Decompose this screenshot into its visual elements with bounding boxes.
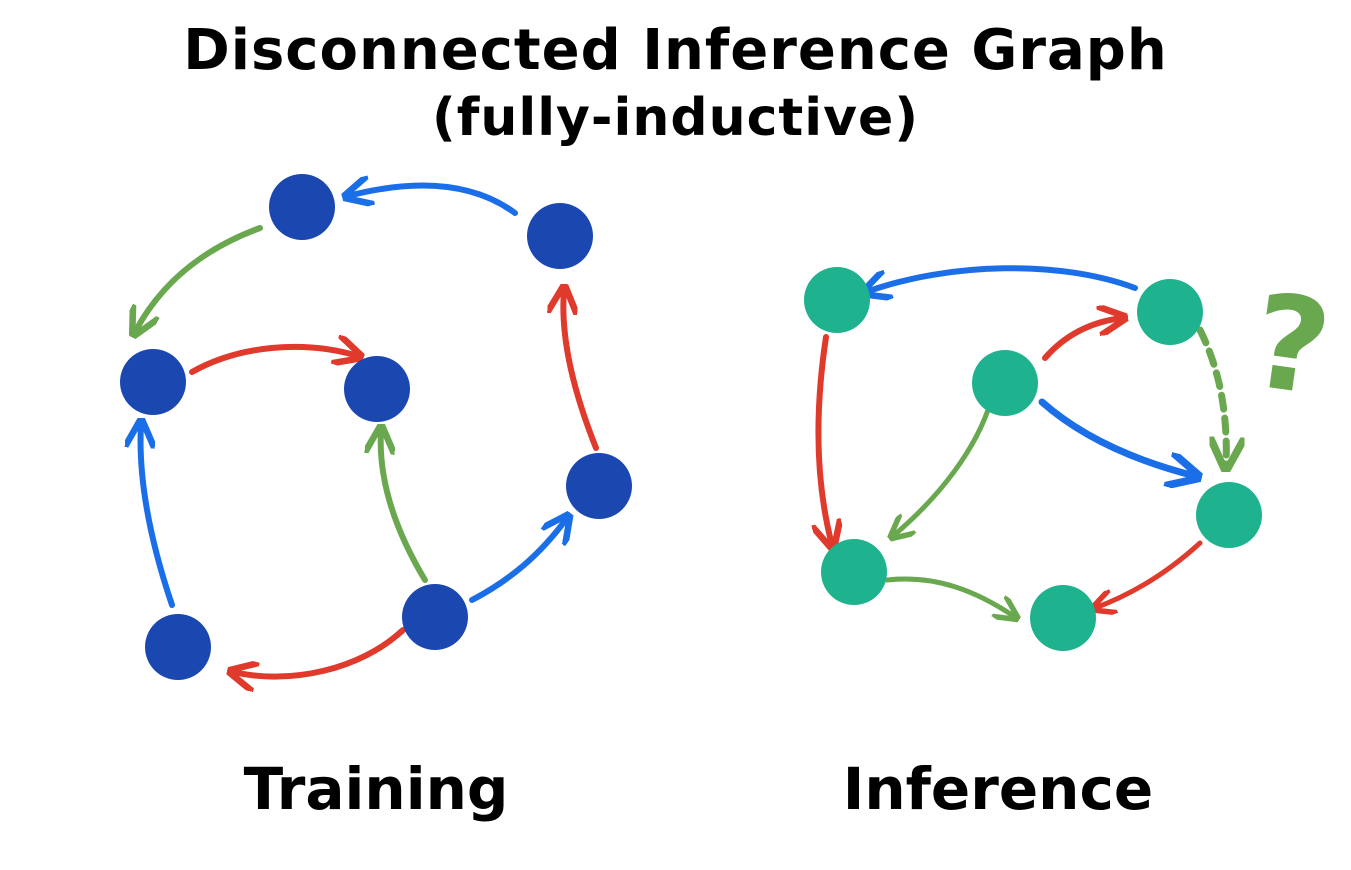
inference-edge-green [884,576,1015,617]
training-edge-red [189,347,358,375]
training-edge-red [563,290,599,451]
training-edge-green [135,225,263,332]
training-graph [120,174,632,680]
training-node [145,614,211,680]
inference-edge-blue [1038,398,1195,476]
training-node [120,349,186,415]
inference-graph: ? [804,264,1339,651]
inference-node [1137,279,1203,345]
training-node [269,174,335,240]
inference-node [972,350,1038,416]
inference-label: Inference [842,755,1154,823]
inference-node [1196,482,1262,548]
training-edge-blue [348,186,518,216]
inference-edge-green [893,407,991,536]
inference-edge-red [1042,318,1122,361]
training-node [344,356,410,422]
training-edge-green [381,430,428,583]
inference-node [821,539,887,605]
training-label: Training [243,755,509,823]
training-node [566,453,632,519]
inference-edge-blue [866,265,1138,292]
inference-edge-red [1095,540,1203,608]
training-edge-blue [469,518,567,603]
diagram-title: Disconnected Inference Graph [183,18,1168,83]
training-node [402,584,468,650]
inference-edge-red [818,334,832,545]
question-mark: ? [1243,264,1339,425]
inference-edge-green-dashed [1196,326,1226,465]
training-node [527,203,593,269]
diagram-subtitle: (fully-inductive) [431,88,920,148]
inference-node [1030,585,1096,651]
training-edge-blue [141,424,175,608]
inference-node [804,267,870,333]
training-edge-red [233,627,406,677]
